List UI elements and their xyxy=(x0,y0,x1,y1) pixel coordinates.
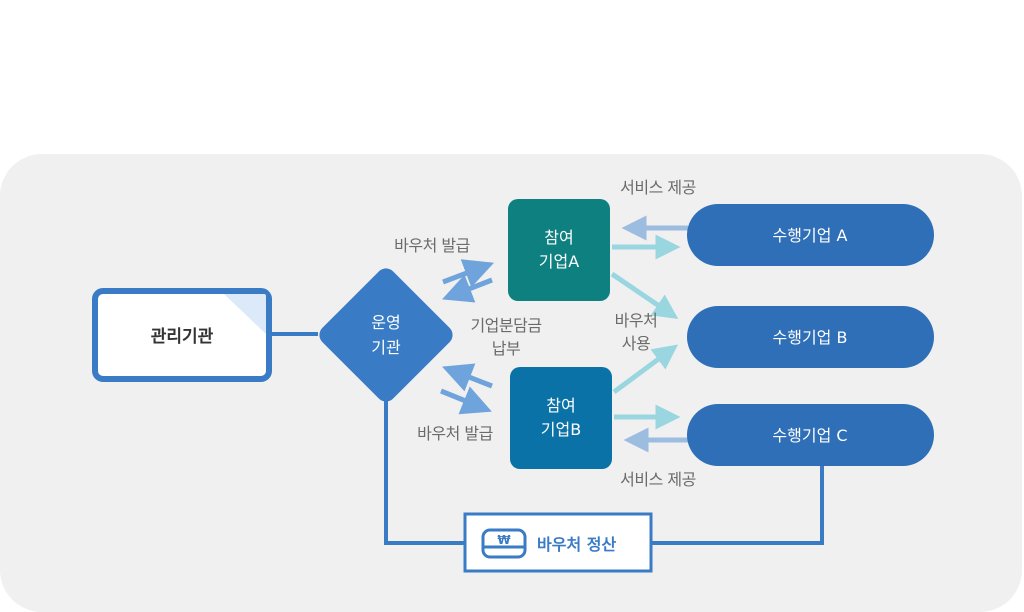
operator-participant-a-arrows xyxy=(442,259,495,303)
voucher-issue-label-bottom: 바우처 발급 xyxy=(417,424,493,443)
operator-settlement-connector xyxy=(384,400,466,545)
participant-a-line1: 참여 xyxy=(544,228,573,247)
voucher-issue-label-top: 바우처 발급 xyxy=(394,236,470,255)
voucher-issue-arrow-a xyxy=(442,259,495,288)
voucher-use-label-line2: 사용 xyxy=(622,334,650,353)
provider-b-label: 수행기업 B xyxy=(773,328,848,347)
operator-participant-b-arrows xyxy=(440,363,493,415)
participant-b-line1: 참여 xyxy=(546,396,575,415)
provider-a-label: 수행기업 A xyxy=(773,226,848,245)
participant-b-node[interactable]: 참여 기업B xyxy=(510,367,612,469)
provider-a-node[interactable]: 수행기업 A xyxy=(687,204,934,266)
provider-c-settlement-connector xyxy=(650,460,824,545)
copay-arrow-b xyxy=(442,363,493,392)
participant-b-line2: 기업B xyxy=(541,420,581,439)
copay-label-line1: 기업분담금 xyxy=(470,316,541,335)
voucher-issue-arrow-b xyxy=(440,386,492,415)
operator-label-line2: 기관 xyxy=(371,338,401,357)
operator-node[interactable]: 운영 기관 xyxy=(315,264,456,405)
management-node[interactable]: 관리기관 xyxy=(92,288,272,382)
settlement-label: 바우처 정산 xyxy=(537,535,616,554)
service-label-top: 서비스 제공 xyxy=(620,178,696,197)
folded-corner-decoration xyxy=(224,294,266,334)
won-glyph: ₩ xyxy=(497,533,511,547)
provider-c-label: 수행기업 C xyxy=(772,426,847,445)
participant-a-node[interactable]: 참여 기업A xyxy=(508,199,610,301)
copay-arrow-a xyxy=(442,274,493,303)
participant-a-line2: 기업A xyxy=(539,252,579,271)
won-card-icon: ₩ xyxy=(481,528,527,559)
service-label-bottom: 서비스 제공 xyxy=(620,470,696,489)
voucher-use-arrow-b-to-provider-b xyxy=(612,344,679,395)
provider-b-node[interactable]: 수행기업 B xyxy=(687,306,934,368)
management-label: 관리기관 xyxy=(151,327,214,347)
copay-label-line2: 납부 xyxy=(492,339,520,358)
voucher-use-arrow-a-to-provider-b xyxy=(610,271,679,320)
voucher-use-label-line1: 바우처 xyxy=(615,311,658,330)
operator-label-line1: 운영 xyxy=(371,313,400,332)
settlement-node[interactable]: ₩ 바우처 정산 xyxy=(463,512,653,573)
provider-c-node[interactable]: 수행기업 C xyxy=(687,404,934,466)
